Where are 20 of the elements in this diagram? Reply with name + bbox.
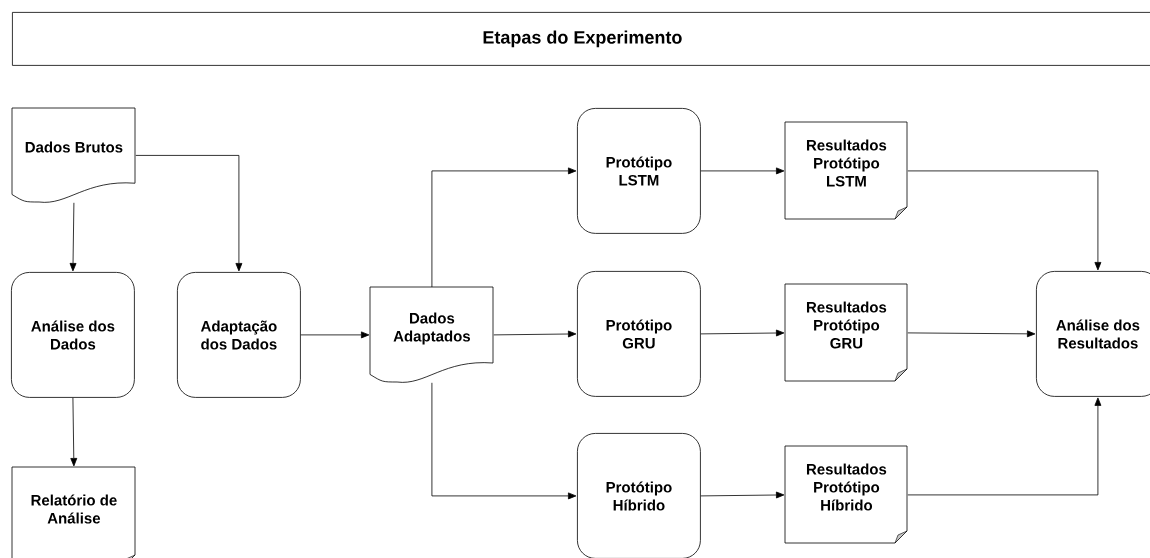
process-box: Adaptação dos Dados xyxy=(177,272,301,398)
process-box: Protótipo LSTM xyxy=(577,108,701,234)
arrow xyxy=(700,491,785,499)
arrow xyxy=(907,330,1036,338)
arrow xyxy=(69,202,77,272)
arrow xyxy=(300,331,370,339)
arrow xyxy=(135,155,243,272)
process-box: Análise dos Dados xyxy=(11,272,135,398)
arrow xyxy=(907,397,1102,496)
arrow xyxy=(700,167,785,175)
process-box: Análise dos Resultados xyxy=(1036,271,1150,397)
arrow xyxy=(431,382,577,500)
title-box: Etapas do Experimento xyxy=(12,12,1150,66)
arrow xyxy=(493,330,577,338)
process-box: Protótipo Híbrido xyxy=(577,433,701,558)
arrow xyxy=(70,397,78,467)
arrow xyxy=(907,170,1102,271)
process-box: Protótipo GRU xyxy=(577,271,701,397)
arrow xyxy=(431,167,577,288)
arrow xyxy=(700,329,785,337)
